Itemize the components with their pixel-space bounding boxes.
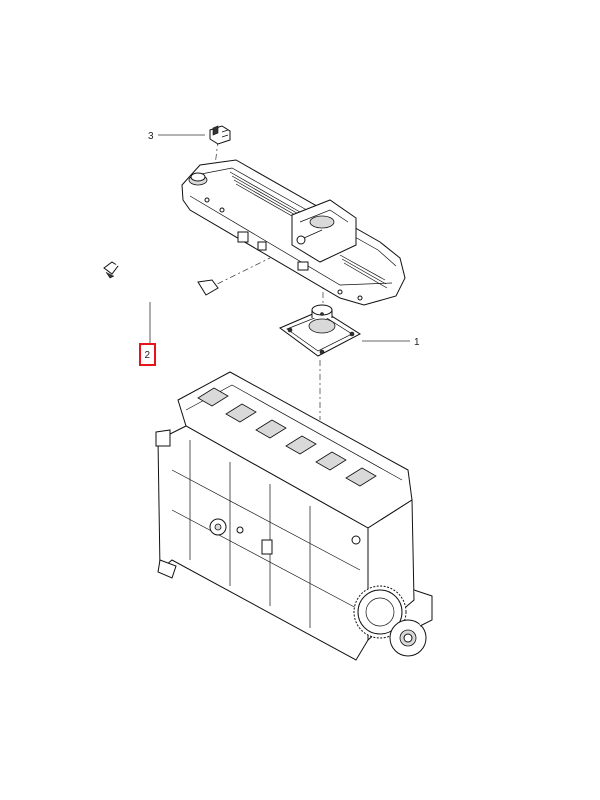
callout-label-3: 3 <box>148 131 154 142</box>
callout-label-1: 1 <box>414 337 420 348</box>
callout-2: 2 <box>139 302 156 366</box>
rocker-arms <box>197 387 377 487</box>
valve-cover[interactable] <box>181 159 406 306</box>
wiring-harness-part[interactable] <box>103 261 219 296</box>
callout-3: 3 <box>148 131 205 142</box>
engine-block[interactable] <box>155 371 433 661</box>
callout-2-highlight <box>139 343 156 366</box>
centerline-harness <box>204 257 271 291</box>
sensor-part[interactable] <box>209 125 231 145</box>
callout-label-2: 2 <box>145 350 151 361</box>
breather-part[interactable] <box>279 304 362 357</box>
callout-1: 1 <box>362 337 420 348</box>
